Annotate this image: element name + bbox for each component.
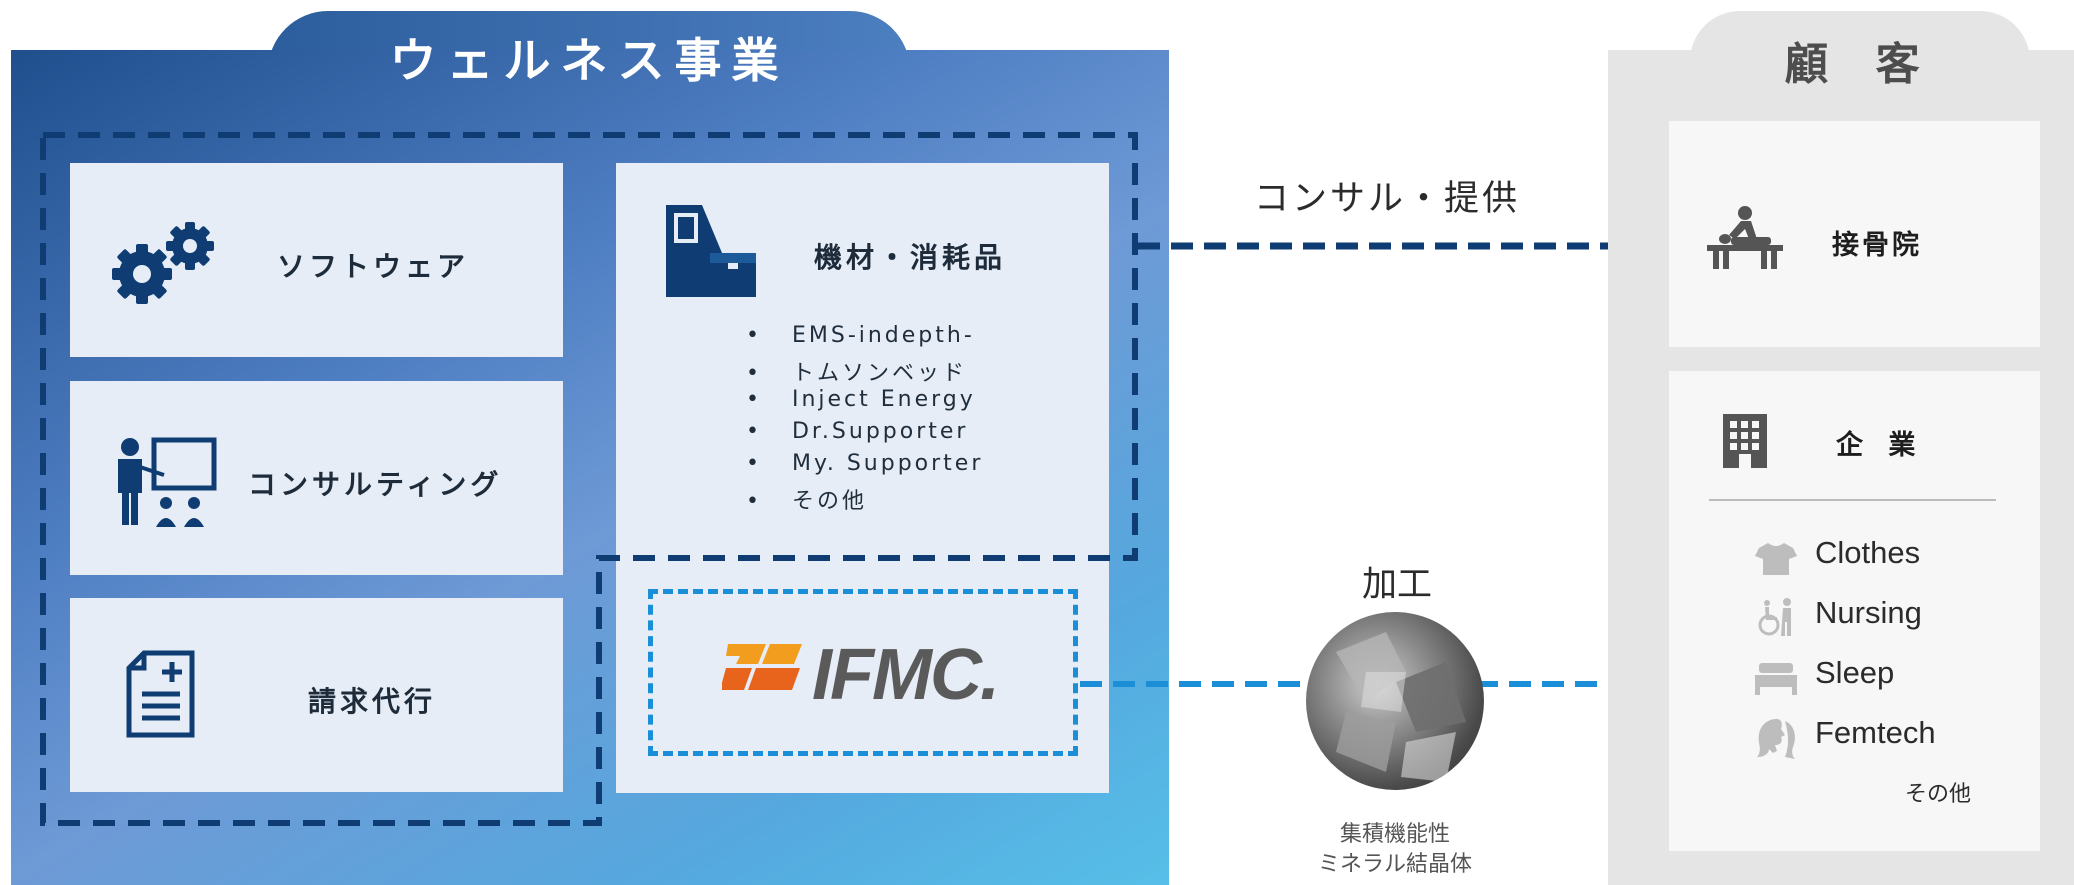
company-item-label: Sleep <box>1815 655 1895 690</box>
gears-icon <box>110 218 220 312</box>
wheelchair-icon <box>1755 597 1797 641</box>
company-item-label: Clothes <box>1815 535 1921 570</box>
equipment-list: • EMS-indepth- • トムソンベッド • Inject Energy… <box>746 323 983 515</box>
mineral-caption-line2: ミネラル結晶体 <box>1317 852 1472 877</box>
list-item: • その他 <box>746 489 867 514</box>
presentation-icon <box>114 437 218 533</box>
process-flow-label: 加工 <box>1362 565 1433 605</box>
clinic-card: 接骨院 <box>1669 121 2040 347</box>
list-item: • My. Supporter <box>746 451 984 476</box>
ifmc-logo: IFMC. <box>720 635 1004 715</box>
ifmc-logo-text: IFMC. <box>812 635 1000 715</box>
ifmc-box <box>648 589 1078 756</box>
list-item: • トムソンベッド <box>746 361 967 386</box>
mineral-crystal-image <box>1306 612 1484 790</box>
billing-label: 請求代行 <box>308 685 437 718</box>
company-divider <box>1709 499 1996 501</box>
software-label: ソフトウェア <box>277 250 470 283</box>
ifmc-logo-mark <box>720 644 802 690</box>
consulting-label: コンサルティング <box>248 468 503 501</box>
customer-panel-title: 顧 客 <box>1784 39 1936 90</box>
billing-card: 請求代行 <box>70 598 563 792</box>
list-item: • Inject Energy <box>746 387 976 412</box>
consult-flow-label: コンサル・提供 <box>1254 179 1521 219</box>
company-other-label: その他 <box>1905 782 1972 807</box>
massage-table-icon <box>1705 205 1785 275</box>
company-item-label: Femtech <box>1815 715 1936 750</box>
list-item: • Dr.Supporter <box>746 419 969 444</box>
company-item-label: Nursing <box>1815 595 1922 630</box>
software-card: ソフトウェア <box>70 163 563 357</box>
building-icon <box>1723 414 1767 472</box>
wellness-panel-title: ウェルネス事業 <box>389 34 789 89</box>
equipment-title: 機材・消耗品 <box>814 241 1007 274</box>
bed-icon <box>1755 661 1797 699</box>
company-label: 企 業 <box>1836 430 1924 461</box>
mineral-caption: 集積機能性 ミネラル結晶体 <box>1290 820 1500 880</box>
consulting-card: コンサルティング <box>70 381 563 575</box>
tshirt-icon <box>1755 541 1797 581</box>
list-item: • EMS-indepth- <box>746 323 975 348</box>
woman-profile-icon <box>1755 717 1797 763</box>
document-plus-icon <box>126 650 198 742</box>
clinic-label: 接骨院 <box>1832 230 1922 261</box>
company-card: 企 業 Clothes Nursing Sleep Femtech その他 <box>1669 371 2040 851</box>
kiosk-and-box-icon <box>662 201 762 305</box>
mineral-caption-line1: 集積機能性 <box>1339 822 1450 847</box>
